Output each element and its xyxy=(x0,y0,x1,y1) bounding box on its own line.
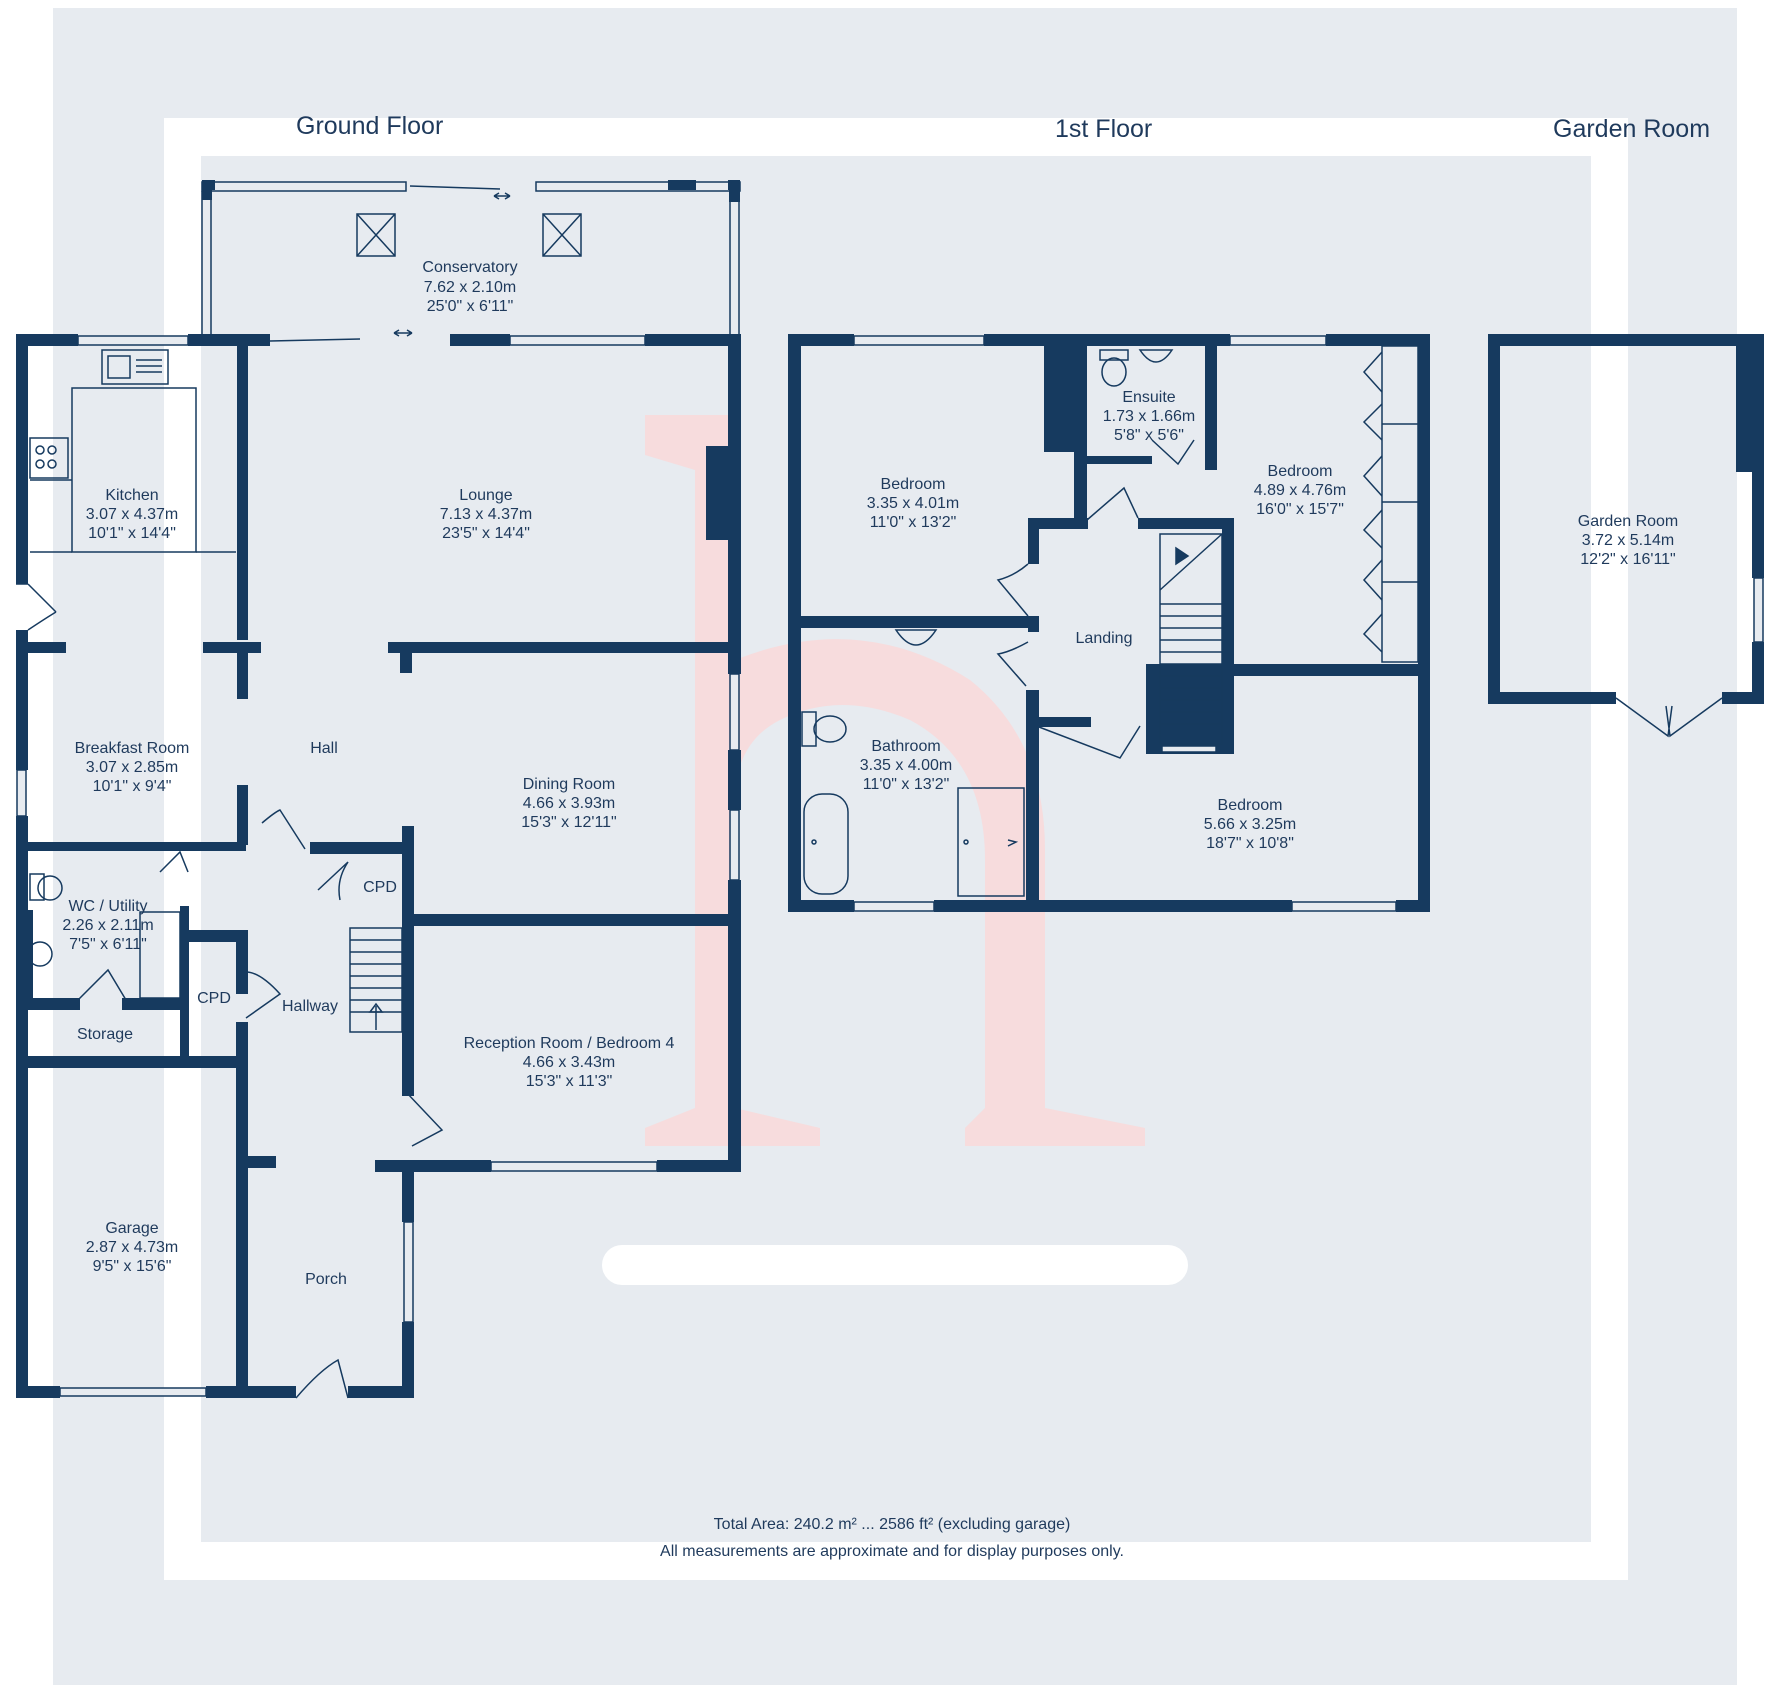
room-imperial: 15'3" x 12'11" xyxy=(521,814,616,831)
room-imperial: 12'2" x 16'11" xyxy=(1580,551,1675,568)
room-conservatory: Conservatory 7.62 x 2.10m 25'0" x 6'11" xyxy=(422,259,517,315)
room-name: Bedroom xyxy=(881,476,946,493)
room-name: Landing xyxy=(1076,630,1133,647)
room-breakfast: Breakfast Room 3.07 x 2.85m 10'1" x 9'4" xyxy=(75,740,190,795)
room-imperial: 11'0" x 13'2" xyxy=(863,776,950,793)
room-imperial: 15'3" x 11'3" xyxy=(526,1073,613,1090)
room-metric: 3.35 x 4.00m xyxy=(860,757,953,774)
room-garage: Garage 2.87 x 4.73m 9'5" x 15'6" xyxy=(86,1220,179,1275)
room-name: Ensuite xyxy=(1122,389,1175,406)
room-bathroom: Bathroom 3.35 x 4.00m 11'0" x 13'2" xyxy=(860,738,953,793)
total-area-text: Total Area: 240.2 m² ... 2586 ft² (exclu… xyxy=(714,1516,1071,1533)
ground-floor-walls xyxy=(16,180,741,1399)
room-imperial: 10'1" x 14'4" xyxy=(88,525,176,542)
room-name: CPD xyxy=(197,990,231,1007)
room-name: Conservatory xyxy=(422,259,517,276)
room-bedroom-rear: Bedroom 5.66 x 3.25m 18'7" x 10'8" xyxy=(1204,797,1297,852)
room-name: Hallway xyxy=(282,998,338,1015)
room-metric: 3.35 x 4.01m xyxy=(867,495,960,512)
garden-room-title: Garden Room xyxy=(1553,115,1710,143)
ground-floor-title: Ground Floor xyxy=(296,112,443,140)
room-storage: Storage xyxy=(77,1026,133,1043)
room-name: Reception Room / Bedroom 4 xyxy=(464,1035,675,1052)
disclaimer-text: All measurements are approximate and for… xyxy=(660,1543,1124,1560)
room-name: Bedroom xyxy=(1268,463,1333,480)
room-imperial: 7'5" x 6'11" xyxy=(69,936,147,953)
room-metric: 4.89 x 4.76m xyxy=(1254,482,1347,499)
room-name: Kitchen xyxy=(105,487,158,504)
room-name: Porch xyxy=(305,1271,347,1288)
room-dining: Dining Room 4.66 x 3.93m 15'3" x 12'11" xyxy=(521,776,616,831)
first-floor-title: 1st Floor xyxy=(1055,115,1152,143)
room-hall: Hall xyxy=(310,740,338,757)
room-metric: 4.66 x 3.93m xyxy=(523,795,616,812)
room-imperial: 11'0" x 13'2" xyxy=(870,514,957,531)
room-metric: 4.66 x 3.43m xyxy=(523,1054,616,1071)
room-hallway: Hallway xyxy=(282,998,338,1015)
room-imperial: 10'1" x 9'4" xyxy=(93,778,172,795)
room-name: WC / Utility xyxy=(68,898,147,915)
room-kitchen: Kitchen 3.07 x 4.37m 10'1" x 14'4" xyxy=(86,487,179,542)
room-name: Dining Room xyxy=(523,776,615,793)
room-name: Garage xyxy=(105,1220,158,1237)
inner-background xyxy=(201,156,1591,1542)
room-imperial: 16'0" x 15'7" xyxy=(1256,501,1344,518)
room-lounge: Lounge 7.13 x 4.37m 23'5" x 14'4" xyxy=(440,487,533,542)
room-cpd-lower: CPD xyxy=(197,990,231,1007)
room-metric: 7.13 x 4.37m xyxy=(440,506,533,523)
room-name: Lounge xyxy=(459,487,512,504)
room-name: Hall xyxy=(310,740,338,757)
room-imperial: 25'0" x 6'11" xyxy=(427,298,514,315)
room-name: Breakfast Room xyxy=(75,740,190,757)
room-bedroom-front-left: Bedroom 3.35 x 4.01m 11'0" x 13'2" xyxy=(867,476,960,531)
room-imperial: 23'5" x 14'4" xyxy=(442,525,530,542)
room-ensuite: Ensuite 1.73 x 1.66m 5'8" x 5'6" xyxy=(1103,389,1196,444)
room-bedroom-front-right: Bedroom 4.89 x 4.76m 16'0" x 15'7" xyxy=(1254,463,1347,518)
room-imperial: 18'7" x 10'8" xyxy=(1206,835,1294,852)
room-metric: 7.62 x 2.10m xyxy=(424,279,517,296)
room-metric: 3.72 x 5.14m xyxy=(1582,532,1675,549)
room-imperial: 9'5" x 15'6" xyxy=(93,1258,172,1275)
room-name: Bedroom xyxy=(1218,797,1283,814)
room-name: CPD xyxy=(363,879,397,896)
room-imperial: 5'8" x 5'6" xyxy=(1114,427,1184,444)
room-metric: 2.26 x 2.11m xyxy=(62,917,153,934)
room-garden-room: Garden Room 3.72 x 5.14m 12'2" x 16'11" xyxy=(1578,513,1679,568)
garden-room-walls xyxy=(1488,334,1764,738)
room-metric: 3.07 x 2.85m xyxy=(86,759,179,776)
room-metric: 2.87 x 4.73m xyxy=(86,1239,179,1256)
white-bar xyxy=(602,1245,1188,1285)
room-cpd-upper: CPD xyxy=(363,879,397,896)
room-landing: Landing xyxy=(1076,630,1133,647)
room-name: Storage xyxy=(77,1026,133,1043)
watermark-logo xyxy=(645,415,1145,1146)
room-wc-utility: WC / Utility 2.26 x 2.11m 7'5" x 6'11" xyxy=(62,898,153,953)
room-porch: Porch xyxy=(305,1271,347,1288)
room-name: Garden Room xyxy=(1578,513,1679,530)
room-reception: Reception Room / Bedroom 4 4.66 x 3.43m … xyxy=(464,1035,675,1090)
first-floor-walls xyxy=(788,334,1430,912)
room-name: Bathroom xyxy=(871,738,940,755)
room-metric: 5.66 x 3.25m xyxy=(1204,816,1297,833)
room-metric: 3.07 x 4.37m xyxy=(86,506,179,523)
room-metric: 1.73 x 1.66m xyxy=(1103,408,1196,425)
